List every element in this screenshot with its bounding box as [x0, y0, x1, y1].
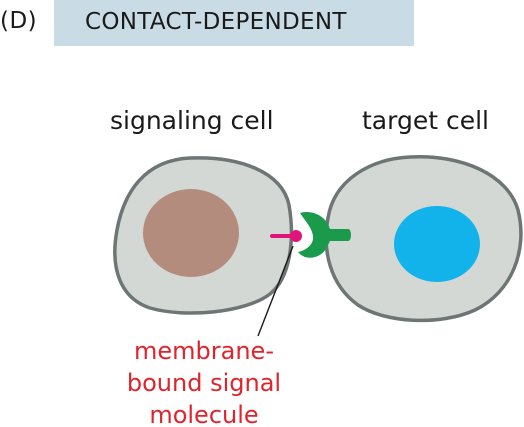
receptor [298, 212, 351, 258]
signaling-cell-label: signaling cell [110, 106, 274, 135]
panel-title: CONTACT-DEPENDENT [85, 9, 347, 35]
target-cell-label: target cell [362, 106, 489, 135]
target-cell-nucleus [394, 206, 480, 282]
molecule-label-line2: bound signal [126, 369, 282, 397]
molecule-label-line1: membrane- [134, 337, 274, 365]
panel-header [54, 0, 414, 46]
panel-letter: (D) [0, 8, 38, 34]
signal-molecule [290, 230, 302, 242]
signaling-cell-nucleus [143, 189, 239, 277]
pointer-line [257, 245, 294, 337]
molecule-label-line3: molecule [149, 401, 259, 427]
membrane-bound-signal-molecule-label: membrane- bound signal molecule [100, 335, 308, 427]
